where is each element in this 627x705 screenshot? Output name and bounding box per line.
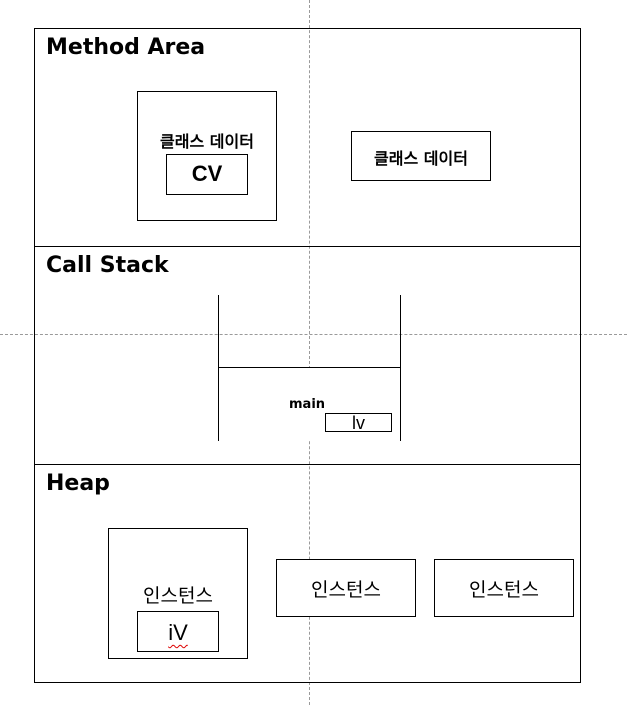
frame-label: main bbox=[289, 397, 326, 412]
horizontal-guide-line bbox=[0, 334, 627, 335]
local-variable-label: lv bbox=[352, 413, 365, 433]
vertical-guide-line bbox=[309, 0, 310, 705]
call-stack-title: Call Stack bbox=[46, 253, 169, 278]
heap-section: Heap 인스턴스 iV 인스턴스 인스턴스 bbox=[34, 464, 581, 683]
class-variable-label: CV bbox=[191, 161, 223, 186]
instance-box: 인스턴스 bbox=[276, 559, 416, 617]
method-area-title: Method Area bbox=[46, 35, 206, 60]
call-stack-section: Call Stack main lv bbox=[34, 246, 581, 465]
instance-label: 인스턴스 bbox=[311, 579, 381, 601]
stack-frame-main: main lv bbox=[218, 367, 401, 441]
instance-box: 인스턴스 bbox=[434, 559, 574, 617]
class-variable-box: CV bbox=[166, 154, 248, 195]
method-area-section: Method Area 클래스 데이터 CV 클래스 데이터 bbox=[34, 28, 581, 247]
instance-label: 인스턴스 bbox=[143, 585, 213, 607]
class-data-label: 클래스 데이터 bbox=[160, 132, 254, 151]
instance-label: 인스턴스 bbox=[469, 579, 539, 601]
instance-variable-box: iV bbox=[137, 611, 219, 652]
class-data-box: 클래스 데이터 bbox=[351, 131, 491, 181]
heap-title: Heap bbox=[46, 471, 110, 496]
local-variable-box: lv bbox=[325, 413, 392, 433]
instance-box: 인스턴스 iV bbox=[108, 528, 248, 659]
class-data-box: 클래스 데이터 CV bbox=[137, 91, 277, 221]
class-data-label: 클래스 데이터 bbox=[374, 149, 468, 168]
instance-variable-label: iV bbox=[168, 620, 188, 645]
